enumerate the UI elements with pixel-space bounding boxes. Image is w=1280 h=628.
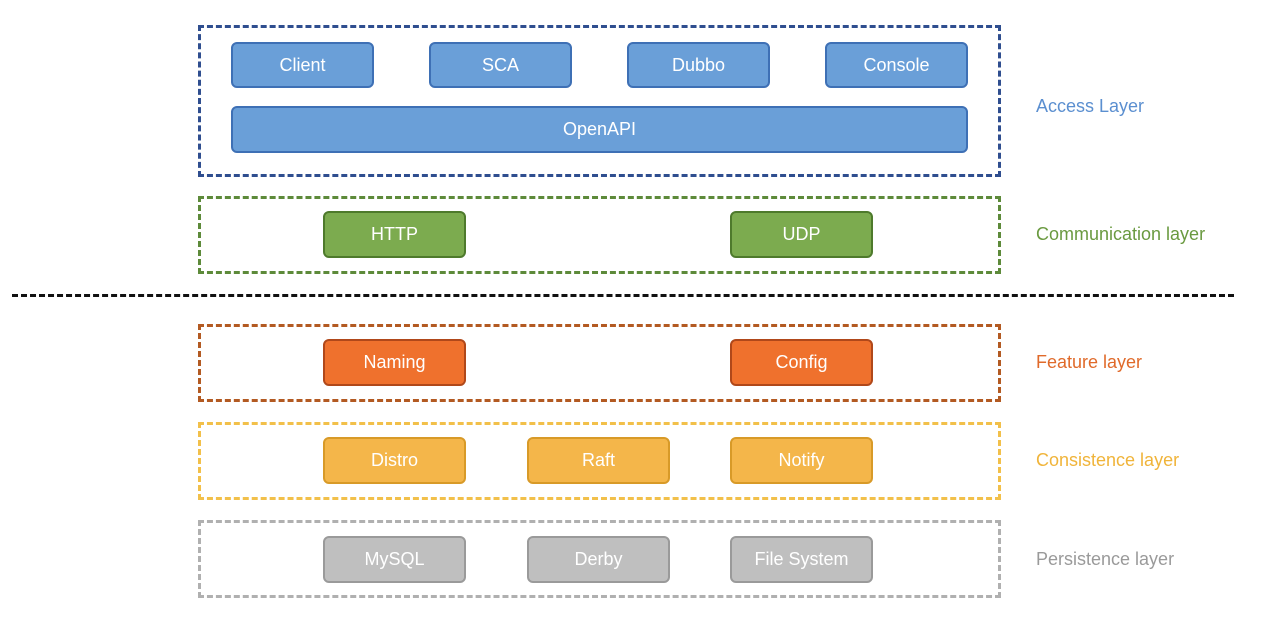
client-node: Client bbox=[231, 42, 374, 88]
feature-layer-box bbox=[198, 324, 1001, 402]
dubbo-node: Dubbo bbox=[627, 42, 770, 88]
consistence-layer-label: Consistence layer bbox=[1036, 450, 1180, 470]
openapi-node: OpenAPI bbox=[231, 106, 968, 153]
config-node: Config bbox=[730, 339, 873, 386]
access-layer-label: Access Layer bbox=[1036, 96, 1145, 116]
layer-divider bbox=[12, 294, 1234, 297]
feature-layer-label: Feature layer bbox=[1036, 352, 1143, 372]
consistence-layer-box bbox=[198, 422, 1001, 500]
naming-node: Naming bbox=[323, 339, 466, 386]
communication-layer-label: Communication layer bbox=[1036, 224, 1206, 244]
sca-node: SCA bbox=[429, 42, 572, 88]
mysql-node: MySQL bbox=[323, 536, 466, 583]
udp-node: UDP bbox=[730, 211, 873, 258]
raft-node: Raft bbox=[527, 437, 670, 484]
persistence-layer-label: Persistence layer bbox=[1036, 549, 1175, 569]
http-node: HTTP bbox=[323, 211, 466, 258]
console-node: Console bbox=[825, 42, 968, 88]
access-layer-box bbox=[198, 25, 1001, 177]
notify-node: Notify bbox=[730, 437, 873, 484]
persistence-layer-box bbox=[198, 520, 1001, 598]
communication-layer-box bbox=[198, 196, 1001, 274]
distro-node: Distro bbox=[323, 437, 466, 484]
derby-node: Derby bbox=[527, 536, 670, 583]
file-system-node: File System bbox=[730, 536, 873, 583]
